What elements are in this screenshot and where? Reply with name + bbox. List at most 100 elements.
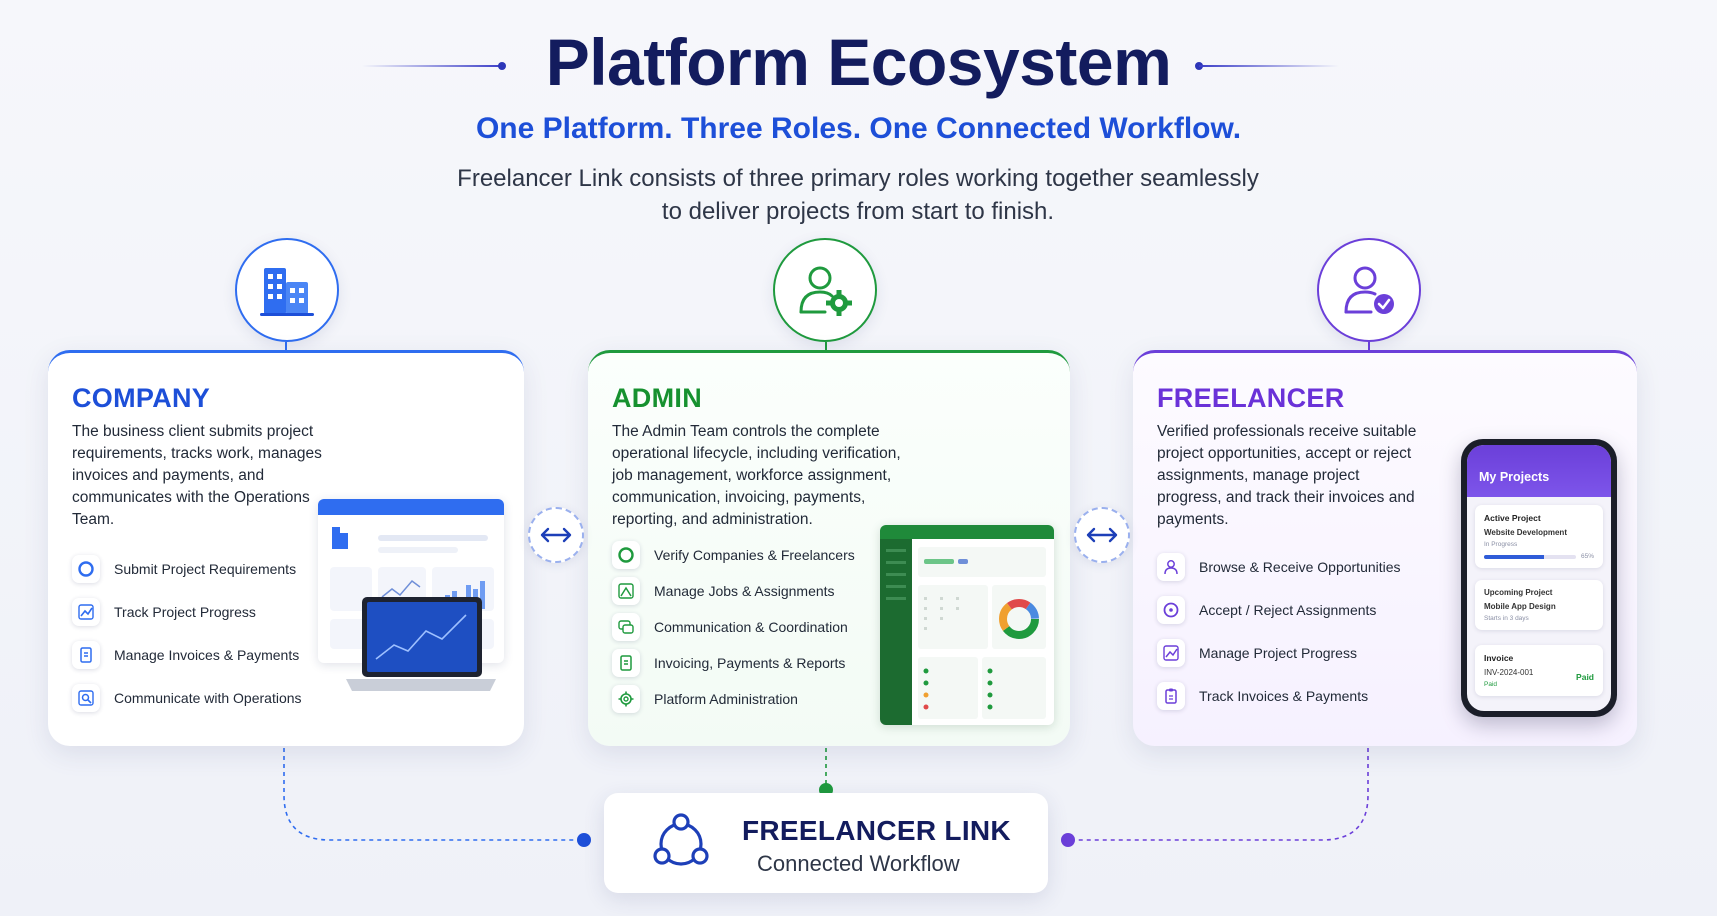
title-divider-left [362,65,502,67]
freelancer-card: FREELANCER Verified professionals receiv… [1133,350,1637,746]
title-divider-right [1199,65,1339,67]
invoice-id: INV-2024-001 [1484,668,1534,677]
freelancer-phone-mockup: My Projects Active Project Website Devel… [1461,439,1617,717]
feature-label: Track Project Progress [114,604,256,620]
search-icon [72,684,100,712]
company-admin-connector [528,507,584,563]
company-title: COMPANY [72,383,211,413]
company-feature-list: Submit Project Requirements Track Projec… [72,555,302,727]
target-icon [1157,596,1185,624]
progress-row: 65% [1484,553,1594,560]
active-project-card: Active Project Website Development In Pr… [1475,505,1603,568]
freelancer-feature-item: Track Invoices & Payments [1157,682,1401,710]
invoice-label: Invoice [1484,653,1514,663]
admin-role-badge [773,238,877,342]
dashboard-preview [880,525,1054,725]
feature-label: Manage Project Progress [1199,645,1357,661]
admin-feature-item: Communication & Coordination [612,613,855,641]
upcoming-project-card: Upcoming Project Mobile App Design Start… [1475,580,1603,630]
feature-label: Track Invoices & Payments [1199,688,1369,704]
progress-track [1484,554,1576,559]
hub-subtitle: Connected Workflow [757,851,960,876]
feature-label: Platform Administration [654,691,798,707]
invoice-icon [612,649,640,677]
building-icon [260,268,314,316]
admin-feature-item: Platform Administration [612,685,855,713]
user-gear-icon [799,266,852,316]
invoice-icon [72,641,100,669]
freelancer-link-hub: FREELANCER LINK Connected Workflow [604,793,1048,893]
freelancer-feature-item: Manage Project Progress [1157,639,1401,667]
hub-title: FREELANCER LINK [742,815,1011,846]
upcoming-project-status: Starts in 3 days [1484,615,1529,622]
freelancer-hub-connector [1068,748,1369,841]
active-project-name: Website Development [1484,528,1567,537]
freelancer-hub-dot [1061,833,1075,847]
freelancer-description: Verified professionals receive suitable … [1157,423,1417,528]
company-feature-item: Track Project Progress [72,598,302,626]
admin-dashboard-mockup [880,525,1054,725]
chat-icon [612,613,640,641]
clipboard-icon [1157,682,1185,710]
invoice-status: Paid [1484,681,1498,688]
progress-icon [1157,639,1185,667]
active-project-label: Active Project [1484,513,1541,523]
upcoming-project-label: Upcoming Project [1484,588,1553,597]
intro-line-1: Freelancer Link consists of three primar… [457,165,1259,192]
user-icon [1157,553,1185,581]
feature-label: Browse & Receive Opportunities [1199,559,1401,575]
feature-label: Submit Project Requirements [114,561,297,577]
page-title: Platform Ecosystem [545,25,1172,99]
admin-feature-list: Verify Companies & Freelancers Manage Jo… [612,541,855,721]
company-hub-connector [283,748,584,841]
company-feature-item: Communicate with Operations [72,684,302,712]
company-description: The business client submits project requ… [72,423,322,528]
freelancer-role-badge [1317,238,1421,342]
invoice-paid-badge: Paid [1576,672,1594,682]
company-hub-dot [577,833,591,847]
laptop-illustration [346,597,496,691]
active-project-status: In Progress [1484,541,1518,548]
freelancer-title: FREELANCER [1157,383,1345,413]
company-feature-item: Manage Invoices & Payments [72,641,302,669]
circle-icon [612,541,640,569]
feature-label: Manage Invoices & Payments [114,647,300,663]
browser-bar [318,499,504,515]
admin-title: ADMIN [612,383,702,413]
phone-screen: My Projects Active Project Website Devel… [1467,445,1611,711]
admin-freelancer-connector [1074,507,1130,563]
double-arrow-icon [1086,527,1118,543]
network-hub-icon [653,813,709,866]
feature-label: Invoicing, Payments & Reports [654,655,846,671]
page-subtitle: One Platform. Three Roles. One Connected… [475,112,1242,145]
double-arrow-icon [540,527,572,543]
admin-description: The Admin Team controls the complete ope… [612,423,901,528]
upcoming-project-name: Mobile App Design [1484,602,1556,611]
intro-line-2: to deliver projects from start to finish… [661,198,1055,225]
admin-feature-item: Verify Companies & Freelancers [612,541,855,569]
invoice-card: Invoice INV-2024-001 Paid Paid [1475,645,1603,696]
freelancer-feature-item: Browse & Receive Opportunities [1157,553,1401,581]
phone-header: My Projects [1467,445,1611,497]
freelancer-feature-list: Browse & Receive Opportunities Accept / … [1157,553,1401,725]
gear-icon [612,685,640,713]
feature-label: Verify Companies & Freelancers [654,547,855,563]
admin-feature-item: Invoicing, Payments & Reports [612,649,855,677]
feature-label: Accept / Reject Assignments [1199,602,1377,618]
feature-label: Communication & Coordination [654,619,848,635]
user-check-icon [1344,266,1394,314]
title-divider-left-dot [498,62,506,70]
company-role-badge [235,238,339,342]
feature-label: Communicate with Operations [114,690,302,706]
intro-text: Freelancer Link consists of three primar… [358,162,1358,228]
progress-fill [1484,554,1544,559]
freelancer-feature-item: Accept / Reject Assignments [1157,596,1401,624]
company-card: COMPANY The business client submits proj… [48,350,524,746]
company-feature-item: Submit Project Requirements [72,555,302,583]
progress-percent: 65% [1580,553,1594,560]
admin-feature-item: Manage Jobs & Assignments [612,577,855,605]
admin-card: ADMIN The Admin Team controls the comple… [588,350,1070,746]
circle-icon [72,555,100,583]
jobs-icon [612,577,640,605]
feature-label: Manage Jobs & Assignments [654,583,835,599]
